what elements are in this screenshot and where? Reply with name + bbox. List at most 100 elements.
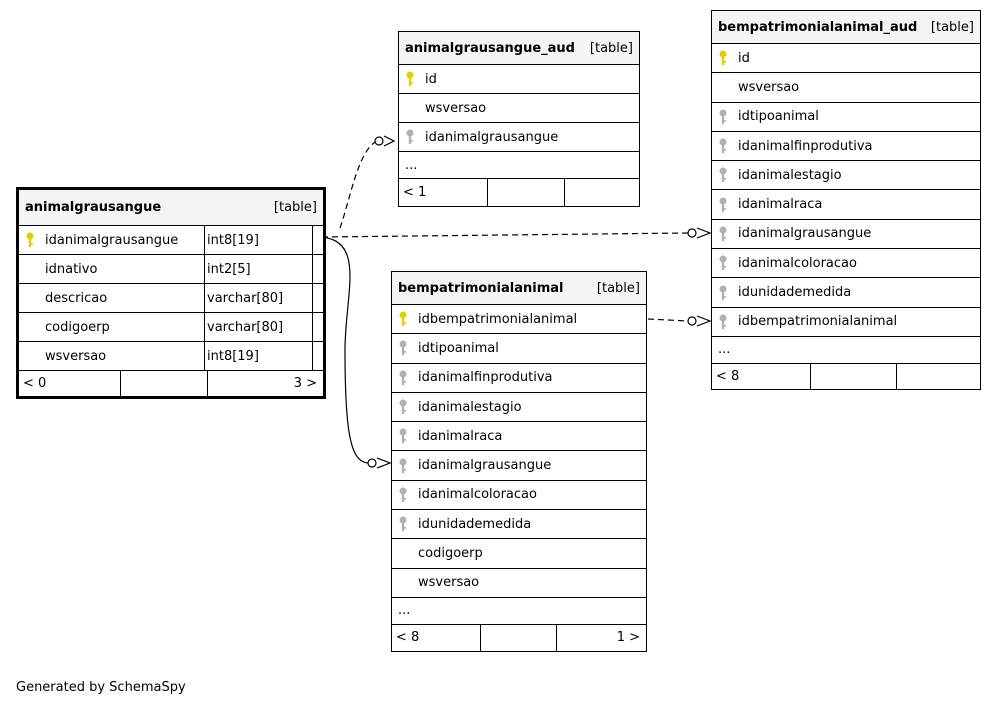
column-row[interactable]: idunidademedida	[392, 510, 646, 540]
column-datatype: int2[5]	[207, 261, 251, 277]
column-row[interactable]: idanimalcoloracao	[712, 249, 980, 279]
column-row[interactable]: wsversao	[392, 569, 646, 598]
column-datatype: int8[19]	[207, 348, 259, 364]
column-name: idunidademedida	[738, 285, 852, 301]
column-row[interactable]: wsversao	[399, 94, 639, 123]
foreign-key-icon	[718, 285, 728, 301]
footer-spacer	[811, 363, 897, 390]
column-row[interactable]: idanimalestagio	[392, 393, 646, 423]
generated-by-label: Generated by SchemaSpy	[16, 680, 186, 695]
column-row[interactable]: id	[399, 65, 639, 94]
edge-animalgrausangue-to-bempatrimonialanimal-aud	[321, 232, 689, 238]
table-type: [table]	[589, 40, 633, 56]
foreign-key-icon	[398, 458, 408, 474]
column-name: idanimalestagio	[418, 399, 522, 415]
edge-bempatrimonialanimal-to-bempatrimonialanimal-aud	[647, 318, 689, 322]
footer-spacer	[488, 179, 565, 206]
column-row[interactable]: idanimalgrausangue	[399, 123, 639, 152]
edge-end-optional-marker	[687, 228, 697, 238]
edge-end-many-marker	[376, 457, 392, 469]
foreign-key-icon	[398, 487, 408, 503]
column-name: descricao	[45, 290, 108, 306]
foreign-key-icon	[718, 226, 728, 242]
column-row[interactable]: idanimalgrausangue	[712, 220, 980, 250]
column-name: idanimalcoloracao	[418, 487, 537, 503]
table-type: [table]	[930, 19, 974, 35]
column-row[interactable]: idanimalgrausangue	[392, 451, 646, 481]
column-row[interactable]: idtipoanimal	[392, 334, 646, 364]
column-name: wsversao	[425, 100, 487, 116]
edge-end-optional-marker	[687, 316, 697, 326]
column-name: codigoerp	[45, 319, 110, 335]
table-header: animalgrausangue [table]	[19, 190, 323, 226]
column-name: idanimalfinprodutiva	[418, 370, 553, 386]
column-row[interactable]: idbempatrimonialanimal	[712, 308, 980, 337]
more-columns: ...	[712, 337, 980, 364]
children-count[interactable]: 1 >	[616, 630, 640, 646]
table-bempatrimonialanimal-aud[interactable]: bempatrimonialanimal_aud [table] id wsver…	[711, 10, 981, 390]
column-name: id	[738, 50, 750, 66]
foreign-key-icon	[398, 399, 408, 415]
column-name: id	[425, 71, 437, 87]
more-columns: ...	[399, 152, 639, 179]
column-row[interactable]: idanimalfinprodutiva	[392, 364, 646, 393]
edge-animalgrausangue-to-bempatrimonialanimal	[307, 236, 369, 464]
primary-key-icon	[718, 50, 728, 66]
table-animalgrausangue-aud[interactable]: animalgrausangue_aud [table] id wsversao i…	[398, 31, 640, 207]
column-name: idnativo	[45, 261, 98, 277]
column-row[interactable]: idtipoanimal	[712, 103, 980, 132]
table-name: bempatrimonialanimal_aud	[718, 19, 918, 35]
parents-count[interactable]: < 8	[712, 363, 811, 390]
footer-spacer	[121, 371, 208, 396]
table-footer: < 0 3 >	[19, 371, 323, 396]
column-row[interactable]: wsversao	[712, 73, 980, 103]
children-count	[565, 179, 639, 206]
column-row[interactable]: codigoerp varchar[80]	[19, 313, 323, 342]
foreign-key-icon	[398, 370, 408, 386]
column-name: idbempatrimonialanimal	[418, 311, 578, 327]
column-row[interactable]: id	[712, 44, 980, 74]
column-row[interactable]: codigoerp	[392, 539, 646, 569]
table-bempatrimonialanimal[interactable]: bempatrimonialanimal [table] idbempatrim…	[391, 271, 647, 652]
parents-count[interactable]: < 1	[399, 179, 488, 206]
column-row[interactable]: idnativo int2[5]	[19, 255, 323, 284]
column-datatype: varchar[80]	[207, 319, 284, 335]
column-name: idanimalgrausangue	[418, 458, 552, 474]
parents-count[interactable]: < 8	[392, 624, 481, 651]
primary-key-icon	[25, 232, 35, 248]
edge-end-optional-marker	[367, 458, 377, 468]
column-row[interactable]: idanimalestagio	[712, 161, 980, 191]
column-row[interactable]: idanimalfinprodutiva	[712, 132, 980, 162]
parents-count[interactable]: < 0	[19, 371, 121, 396]
table-footer: < 8	[712, 363, 980, 390]
edge-end-many-marker	[696, 227, 712, 239]
column-row[interactable]: idunidademedida	[712, 278, 980, 308]
table-header: bempatrimonialanimal_aud [table]	[712, 11, 980, 44]
footer-spacer	[481, 624, 557, 651]
column-name: idbempatrimonialanimal	[738, 314, 898, 330]
column-row[interactable]: idanimalcoloracao	[392, 481, 646, 511]
table-name: bempatrimonialanimal	[398, 280, 564, 296]
column-name: idanimalfinprodutiva	[738, 138, 873, 154]
column-row[interactable]: idanimalraca	[392, 422, 646, 452]
table-header: animalgrausangue_aud [table]	[399, 32, 639, 65]
children-count[interactable]: 3 >	[293, 376, 317, 391]
column-name: idanimalgrausangue	[425, 129, 559, 145]
column-rows: idbempatrimonialanimal idtipoanimal idanim…	[392, 305, 646, 598]
column-row[interactable]: idanimalraca	[712, 190, 980, 220]
table-name: animalgrausangue_aud	[405, 40, 575, 56]
column-name: idanimalraca	[738, 197, 823, 213]
column-name: idtipoanimal	[418, 340, 499, 356]
foreign-key-icon	[405, 129, 415, 145]
table-animalgrausangue[interactable]: animalgrausangue [table] idanimalgrausan…	[16, 187, 326, 399]
column-row[interactable]: idbempatrimonialanimal	[392, 305, 646, 335]
table-type: [table]	[273, 200, 317, 215]
table-name: animalgrausangue	[25, 200, 162, 215]
edge-end-many-marker	[696, 315, 712, 327]
